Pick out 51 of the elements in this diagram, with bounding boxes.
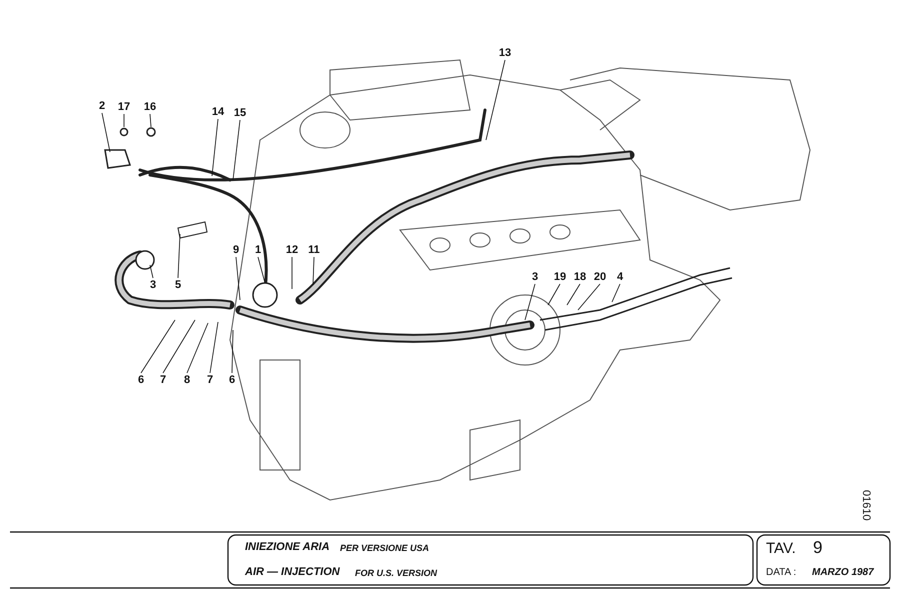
date-label: DATA : bbox=[766, 567, 796, 578]
leader-line bbox=[232, 120, 240, 180]
callout-number: 18 bbox=[571, 271, 589, 283]
leader-line bbox=[486, 60, 506, 140]
callout-number: 3 bbox=[144, 279, 162, 291]
callout-number: 16 bbox=[141, 101, 159, 113]
callout-number: 9 bbox=[227, 244, 245, 256]
callout-number: 7 bbox=[201, 374, 219, 386]
callout-number: 3 bbox=[526, 271, 544, 283]
leader-line bbox=[178, 234, 180, 278]
callout-number: 14 bbox=[209, 106, 227, 118]
callout-number: 17 bbox=[115, 101, 133, 113]
leader-line bbox=[150, 264, 154, 278]
leader-line bbox=[258, 256, 266, 284]
subtitle-italian: PER VERSIONE USA bbox=[340, 543, 430, 553]
callout-number: 13 bbox=[496, 47, 514, 59]
title-english: AIR — INJECTION bbox=[245, 566, 340, 578]
callout-number: 12 bbox=[283, 244, 301, 256]
callout-number: 15 bbox=[231, 107, 249, 119]
date-value: MARZO 1987 bbox=[812, 567, 874, 578]
title-italian: INIEZIONE ARIA bbox=[245, 541, 330, 553]
leader-line bbox=[524, 284, 536, 320]
callout-number: 8 bbox=[178, 374, 196, 386]
leader-line bbox=[232, 330, 234, 374]
leader-line bbox=[312, 256, 314, 286]
leader-line bbox=[210, 322, 218, 374]
callout-number: 20 bbox=[591, 271, 609, 283]
plate-label: TAV. bbox=[766, 540, 796, 557]
subtitle-english: FOR U.S. VERSION bbox=[355, 568, 438, 578]
callout-number: 11 bbox=[305, 244, 323, 256]
callout-number: 6 bbox=[132, 374, 150, 386]
leader-line bbox=[566, 284, 580, 306]
leader-line bbox=[150, 114, 152, 128]
callout-number: 4 bbox=[611, 271, 629, 283]
callout-number: 1 bbox=[249, 244, 267, 256]
callout-number: 19 bbox=[551, 271, 569, 283]
leader-line bbox=[140, 320, 176, 374]
leader-line bbox=[212, 118, 218, 176]
callout-number: 5 bbox=[169, 279, 187, 291]
drawing-number: 01610 bbox=[860, 490, 872, 521]
leader-line bbox=[612, 284, 620, 302]
leader-line bbox=[162, 320, 196, 374]
leader-line bbox=[186, 322, 208, 374]
leader-line bbox=[548, 284, 560, 306]
leader-line bbox=[578, 284, 600, 310]
leader-line bbox=[236, 256, 240, 300]
callout-number: 2 bbox=[93, 100, 111, 112]
plate-number: 9 bbox=[813, 538, 822, 558]
callout-number: 6 bbox=[223, 374, 241, 386]
leader-line bbox=[102, 112, 110, 152]
callout-number: 7 bbox=[154, 374, 172, 386]
